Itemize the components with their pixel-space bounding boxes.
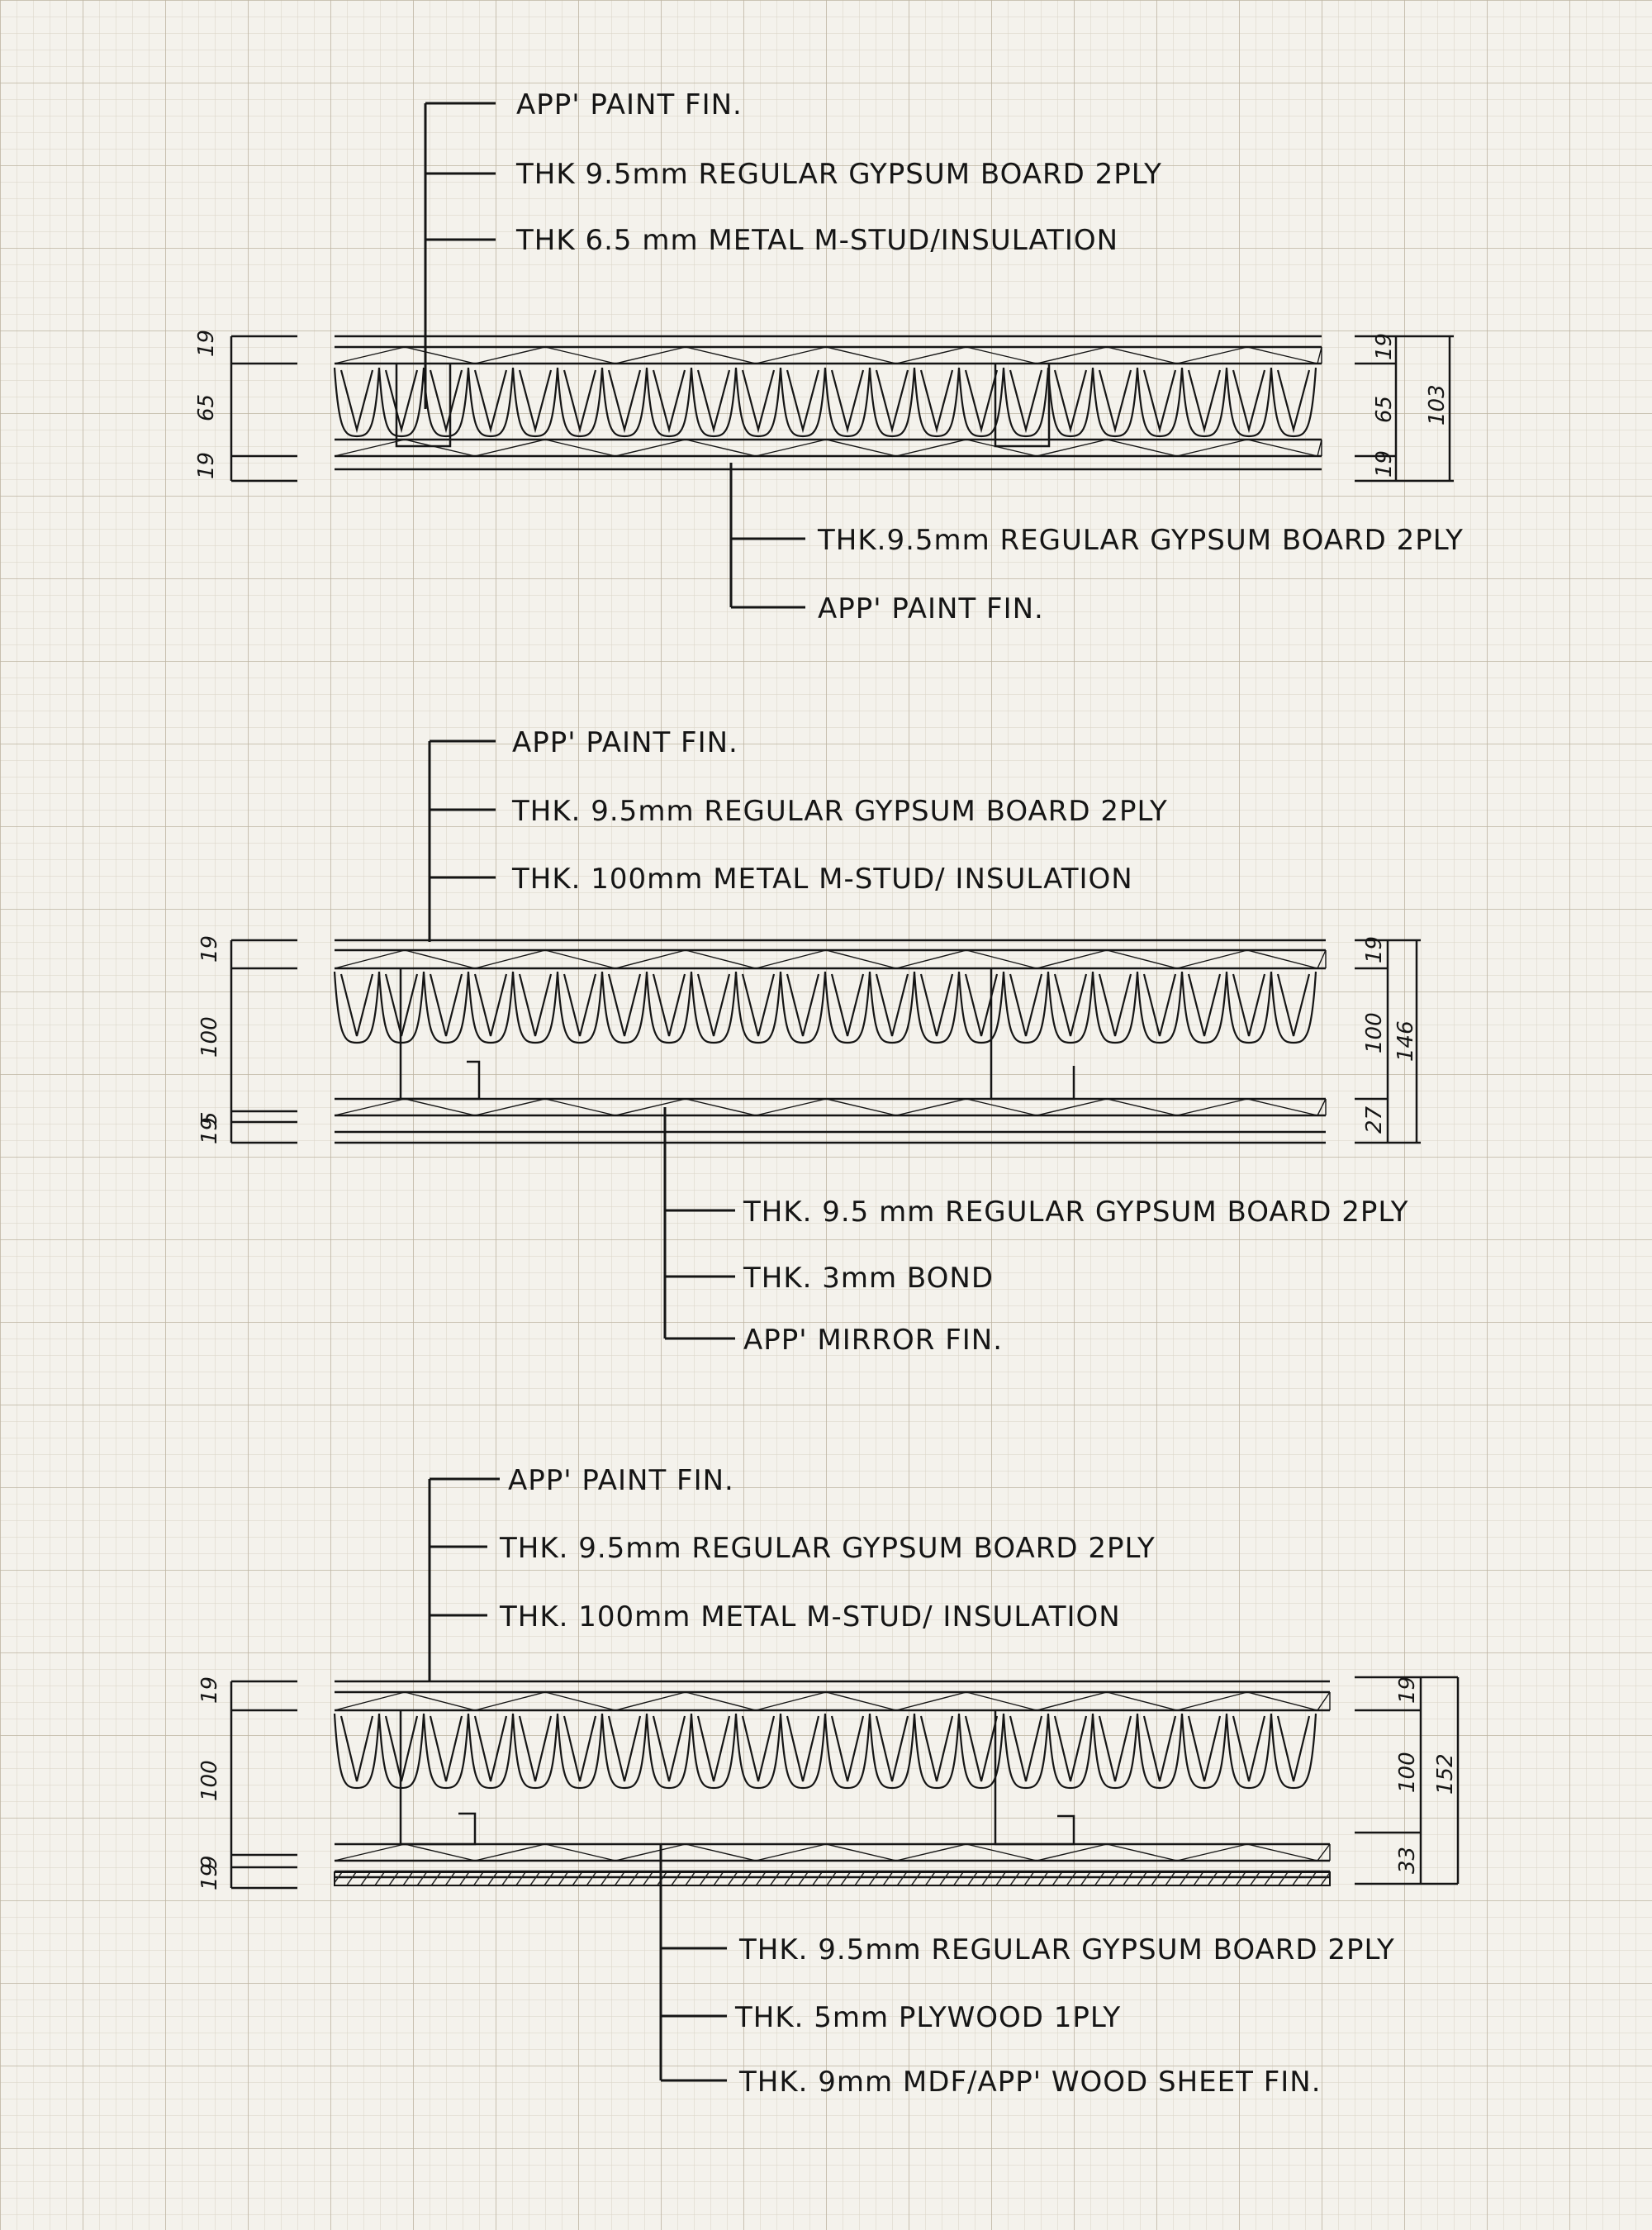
- dim-left-1: [230, 335, 297, 483]
- dim-s3-right-1: 19: [1395, 1676, 1420, 1704]
- board-hatch: [334, 439, 1322, 457]
- dim-s2-left-1: 19: [197, 935, 222, 963]
- wood-sheet-layer: [334, 1871, 1331, 1886]
- dim-s1-left-2: 65: [194, 394, 219, 421]
- stud-3b: [994, 1710, 1075, 1846]
- dim-s2-left-3: 5: [197, 1111, 222, 1125]
- insulation-1: [333, 367, 1317, 438]
- dim-s1-total: 103: [1425, 384, 1450, 426]
- wall-body-2: [333, 939, 1326, 1144]
- dim-s3-left-4: 19: [197, 1863, 222, 1890]
- wall-section-1: APP' PAINT FIN. THK 9.5mm REGULAR GYPSUM…: [194, 88, 1464, 625]
- board-hatch: [334, 949, 1327, 969]
- stud-1a: [395, 364, 452, 448]
- label-s2-bottom-3: APP' MIRROR FIN.: [743, 1324, 1003, 1357]
- dim-s3-right-2: 100: [1395, 1752, 1420, 1793]
- dim-s1-left-1: 19: [194, 330, 219, 357]
- label-s1-bottom-1: THK.9.5mm REGULAR GYPSUM BOARD 2PLY: [817, 524, 1464, 557]
- wall-body-3: [333, 1680, 1331, 1886]
- dim-s3-left-1: 19: [197, 1676, 222, 1704]
- label-s1-top-3: THK 6.5 mm METAL M-STUD/INSULATION: [515, 224, 1118, 257]
- dim-right-2: [1355, 939, 1421, 1144]
- bottom-leader-3: [659, 1844, 727, 2082]
- dim-left-3: [230, 1680, 297, 1890]
- dim-right-1: [1355, 335, 1454, 483]
- label-s3-bottom-3: THK. 9mm MDF/APP' WOOD SHEET FIN.: [738, 2066, 1322, 2099]
- top-leader-3: [428, 1477, 500, 1681]
- dim-s2-right-3: 27: [1362, 1105, 1387, 1134]
- label-s2-top-3: THK. 100mm METAL M-STUD/ INSULATION: [511, 863, 1133, 896]
- top-leader-2: [428, 739, 496, 942]
- dim-s2-left-2: 100: [197, 1016, 222, 1058]
- board-hatch: [334, 346, 1322, 364]
- dim-s1-left-3: 19: [194, 452, 219, 479]
- board-hatch: [334, 1691, 1331, 1711]
- board-hatch: [334, 1843, 1331, 1862]
- top-leader-1: [424, 102, 496, 409]
- dim-s3-left-3: 9: [197, 1855, 222, 1869]
- label-s1-bottom-2: APP' PAINT FIN.: [818, 592, 1044, 625]
- wall-section-2: APP' PAINT FIN. THK. 9.5mm REGULAR GYPSU…: [197, 726, 1421, 1357]
- label-s3-bottom-2: THK. 5mm PLYWOOD 1PLY: [734, 2001, 1121, 2034]
- label-s1-top-1: APP' PAINT FIN.: [516, 88, 743, 121]
- label-s1-top-2: THK 9.5mm REGULAR GYPSUM BOARD 2PLY: [515, 158, 1162, 191]
- dim-s2-right-1: 19: [1362, 936, 1387, 963]
- stud-1b: [994, 364, 1051, 448]
- label-s3-bottom-1: THK. 9.5mm REGULAR GYPSUM BOARD 2PLY: [738, 1933, 1395, 1966]
- insulation-3: [333, 1713, 1317, 1790]
- label-s2-bottom-1: THK. 9.5 mm REGULAR GYPSUM BOARD 2PLY: [743, 1196, 1409, 1229]
- dim-s2-right-2: 100: [1362, 1012, 1387, 1053]
- dim-s3-left-2: 100: [197, 1760, 222, 1801]
- label-s3-top-3: THK. 100mm METAL M-STUD/ INSULATION: [499, 1600, 1121, 1633]
- stud-2a: [399, 968, 481, 1101]
- dim-s2-total: 146: [1393, 1020, 1418, 1062]
- dim-s1-right-3: 19: [1372, 450, 1397, 478]
- label-s3-top-2: THK. 9.5mm REGULAR GYPSUM BOARD 2PLY: [499, 1532, 1156, 1565]
- bottom-leader-1: [729, 463, 805, 609]
- board-hatch: [334, 1098, 1327, 1116]
- label-s3-top-1: APP' PAINT FIN.: [508, 1464, 734, 1497]
- insulation-2: [333, 971, 1317, 1044]
- label-s2-top-1: APP' PAINT FIN.: [512, 726, 738, 759]
- dim-s3-right-3: 33: [1395, 1847, 1420, 1874]
- stud-2b: [990, 968, 1075, 1101]
- dim-right-3: [1355, 1676, 1460, 1885]
- label-s2-top-2: THK. 9.5mm REGULAR GYPSUM BOARD 2PLY: [511, 795, 1168, 828]
- dim-s2-left-4: 19: [197, 1117, 222, 1144]
- stud-3a: [399, 1710, 477, 1846]
- wall-section-3: APP' PAINT FIN. THK. 9.5mm REGULAR GYPSU…: [197, 1464, 1460, 2099]
- dim-s3-total: 152: [1433, 1753, 1458, 1795]
- bottom-leader-2: [663, 1107, 735, 1340]
- dim-s1-right-1: 19: [1372, 333, 1397, 360]
- dim-left-2: [230, 939, 297, 1144]
- dim-s1-right-2: 65: [1372, 396, 1397, 423]
- label-s2-bottom-2: THK. 3mm BOND: [743, 1262, 994, 1295]
